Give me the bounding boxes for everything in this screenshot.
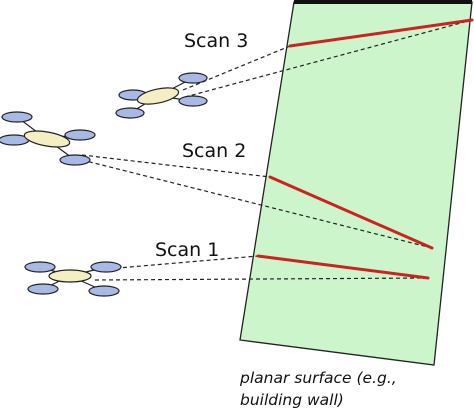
- scan1-label: Scan 1: [155, 239, 219, 261]
- rotor: [178, 72, 208, 84]
- drone-scan1: [24, 261, 122, 297]
- drone-body: [136, 87, 180, 105]
- rotor: [88, 285, 120, 297]
- scan3-line: [288, 18, 474, 48]
- scan3-beam-lower: [184, 19, 473, 98]
- drone-body: [23, 130, 71, 148]
- scan3-beam-upper: [182, 45, 291, 91]
- scan1-line: [256, 254, 430, 280]
- scan2-label: Scan 2: [182, 140, 246, 162]
- surface-caption-line1: planar surface (e.g.,: [240, 369, 397, 387]
- drone-scan2: [0, 111, 96, 166]
- scan3-label: Scan 3: [184, 30, 248, 52]
- surface-caption: planar surface (e.g., building wall): [240, 367, 470, 411]
- rotor: [178, 95, 208, 107]
- scan-lines: [256, 18, 474, 280]
- scan1-beam-upper: [94, 255, 259, 271]
- rotor: [1, 111, 33, 123]
- rotor: [59, 154, 91, 166]
- rotor: [115, 107, 145, 119]
- drone-body: [48, 269, 92, 283]
- laser-beams: [81, 19, 473, 281]
- rotor: [27, 283, 59, 295]
- rotor: [24, 261, 56, 273]
- scan2-beam-upper: [81, 154, 271, 178]
- scan2-line: [268, 175, 434, 250]
- surface-caption-line2: building wall): [240, 391, 344, 409]
- rotor: [90, 261, 122, 273]
- planar-surface: [240, 2, 472, 365]
- drone-scan3: [115, 72, 208, 119]
- rotor: [64, 129, 96, 141]
